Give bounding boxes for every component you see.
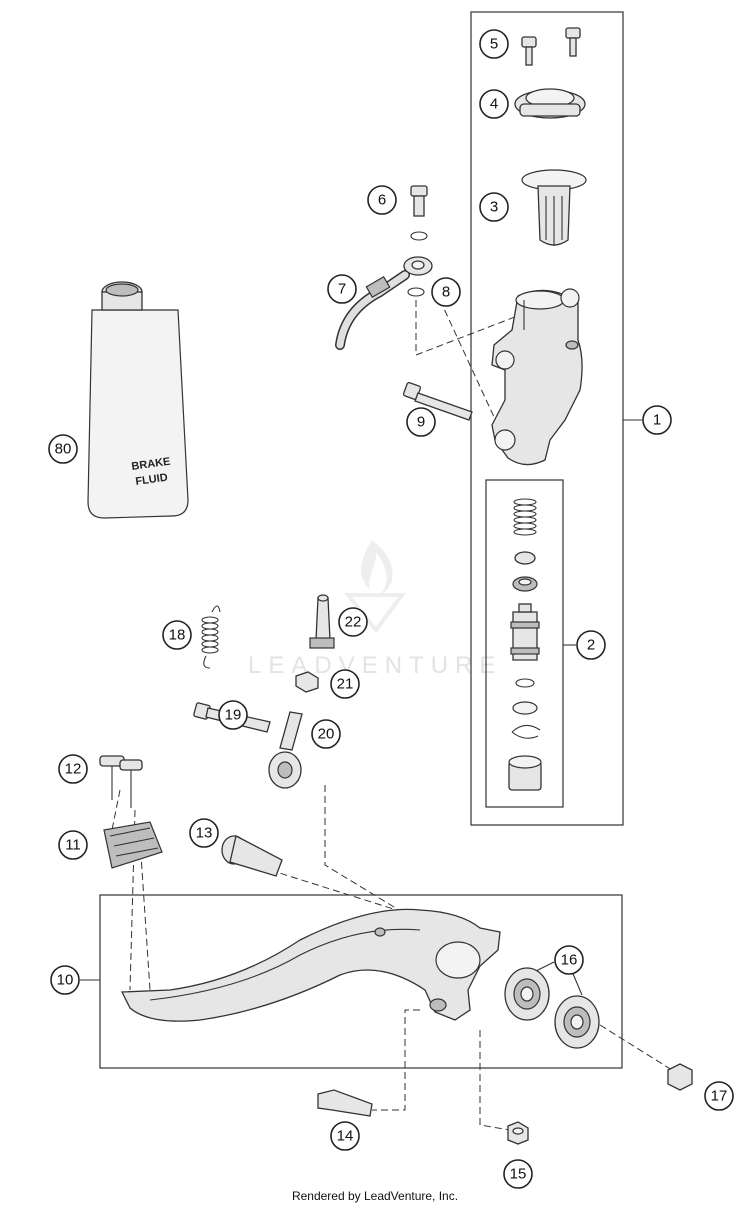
svg-text:19: 19 <box>225 707 242 724</box>
callout-17: 17 <box>704 1081 734 1111</box>
svg-text:9: 9 <box>417 414 425 431</box>
callout-10: 10 <box>50 965 80 995</box>
assembly-dashed-lines <box>111 299 673 1131</box>
svg-text:13: 13 <box>196 825 213 842</box>
bottle-label-line2: FLUID <box>135 472 169 488</box>
svg-text:17: 17 <box>711 1088 728 1105</box>
callout-6: 6 <box>367 185 397 215</box>
cover-screws <box>521 27 581 66</box>
pivot-bearings <box>504 967 600 1049</box>
pedal-return-spring <box>201 605 221 669</box>
svg-text:22: 22 <box>345 614 362 631</box>
push-rod-tip <box>309 594 335 649</box>
callout-12: 12 <box>58 754 88 784</box>
callout-19: 19 <box>218 700 248 730</box>
callout-11: 11 <box>58 830 88 860</box>
svg-text:15: 15 <box>510 1166 527 1183</box>
callout-22: 22 <box>338 607 368 637</box>
pivot-nut <box>667 1063 693 1091</box>
svg-text:7: 7 <box>338 281 346 298</box>
push-rod-nut <box>295 671 319 693</box>
leadventure-watermark: LEADVENTURE <box>248 652 503 679</box>
callout-13: 13 <box>189 818 219 848</box>
step-rivets <box>99 755 143 808</box>
callout-2: 2 <box>576 630 606 660</box>
callout-20: 20 <box>311 719 341 749</box>
brake-hose <box>335 256 433 350</box>
master-cylinder-body <box>491 288 583 466</box>
svg-text:8: 8 <box>442 284 450 301</box>
callout-18: 18 <box>162 620 192 650</box>
svg-text:4: 4 <box>490 96 498 113</box>
svg-text:14: 14 <box>337 1128 354 1145</box>
svg-text:11: 11 <box>65 837 81 854</box>
brake-fluid-bottle: BRAKE FLUID <box>87 281 189 519</box>
svg-text:3: 3 <box>490 199 498 216</box>
svg-text:2: 2 <box>587 637 595 654</box>
pivot-sleeve <box>221 835 283 877</box>
callout-21: 21 <box>330 669 360 699</box>
callout-5: 5 <box>479 29 509 59</box>
rendered-by-footer: Rendered by LeadVenture, Inc. <box>291 1189 459 1203</box>
svg-text:20: 20 <box>318 726 335 743</box>
svg-text:80: 80 <box>55 441 72 458</box>
callout-3: 3 <box>479 192 509 222</box>
brake-pedal-group-frame <box>99 894 623 1069</box>
master-cylinder-group-frame <box>470 11 624 826</box>
svg-text:6: 6 <box>378 192 386 209</box>
svg-text:10: 10 <box>57 972 74 989</box>
callout-9: 9 <box>406 407 436 437</box>
banjo-bolt <box>410 185 428 241</box>
brake-pedal-lever <box>120 908 501 1022</box>
pedal-step <box>103 821 163 869</box>
reservoir-cap <box>514 88 586 119</box>
callout-1: 1 <box>642 405 672 435</box>
sealing-washer <box>407 287 425 297</box>
svg-text:21: 21 <box>337 676 354 693</box>
return-spring <box>513 498 537 536</box>
svg-text:18: 18 <box>169 627 186 644</box>
bottle-label-line1: BRAKE <box>131 456 171 473</box>
stop-screw <box>317 1089 373 1117</box>
svg-text:5: 5 <box>490 36 498 53</box>
mounting-bolt <box>402 381 473 421</box>
svg-text:12: 12 <box>65 761 82 778</box>
callout-4: 4 <box>479 89 509 119</box>
push-rod-clevis <box>268 711 303 789</box>
svg-text:16: 16 <box>561 952 578 969</box>
callout-8: 8 <box>431 277 461 307</box>
callout-7: 7 <box>327 274 357 304</box>
piston-kit <box>508 498 542 791</box>
reservoir-diaphragm <box>521 169 587 246</box>
callout-15: 15 <box>503 1159 533 1189</box>
callout-14: 14 <box>330 1121 360 1151</box>
piston-kit-group-frame <box>485 479 564 808</box>
stop-nut <box>507 1121 529 1145</box>
svg-text:1: 1 <box>653 412 661 429</box>
callout-80: 80 <box>48 434 78 464</box>
callout-16: 16 <box>554 945 584 975</box>
